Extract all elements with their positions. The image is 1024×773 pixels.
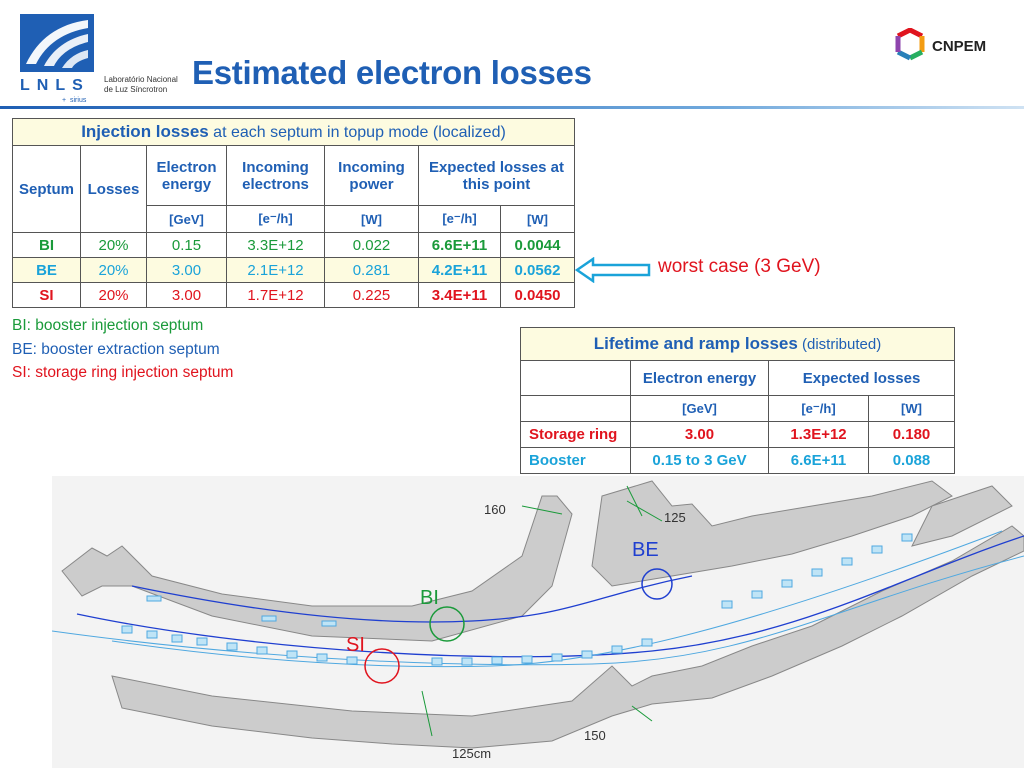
cell-energy: 3.00 <box>146 257 227 283</box>
table-row-be: BE 20% 3.00 2.1E+12 0.281 4.2E+11 0.0562 <box>12 257 575 283</box>
septum-legend: BI: booster injection septum BE: booster… <box>12 314 233 385</box>
cell-incoming-electrons: 1.7E+12 <box>226 282 325 308</box>
lifetime-losses-table: Lifetime and ramp losses (distributed) E… <box>520 327 955 474</box>
cell-energy: 0.15 <box>146 232 227 258</box>
lifetime-table-title: Lifetime and ramp losses (distributed) <box>520 327 955 361</box>
injection-table-title: Injection losses at each septum in topup… <box>12 118 575 146</box>
lifetime-title-rest: (distributed) <box>797 336 882 353</box>
cnpem-hexagon-icon <box>895 27 925 61</box>
note-bi: BI: booster injection septum <box>12 317 204 334</box>
cell-septum: BE <box>12 257 81 283</box>
si-septum-marker <box>364 648 400 684</box>
cell-electrons: 1.3E+12 <box>768 421 869 448</box>
col-incoming-power: Incoming power <box>324 145 419 206</box>
col-expected-losses: Expected losses at this point <box>418 145 575 206</box>
col-expected-losses: Expected losses <box>768 360 955 396</box>
page-title: Estimated electron losses <box>192 54 592 91</box>
injection-losses-table: Injection losses at each septum in topup… <box>12 118 575 308</box>
label-si: SI <box>346 634 365 656</box>
cell-incoming-power: 0.225 <box>324 282 419 308</box>
note-si: SI: storage ring injection septum <box>12 364 234 381</box>
svg-text:sirius: sirius <box>70 97 87 104</box>
cell-septum: SI <box>12 282 81 308</box>
label-bi: BI <box>420 587 439 609</box>
unit-electrons: [e⁻/h] <box>768 395 869 422</box>
dim-150: 150 <box>584 728 606 743</box>
dim-125: 125 <box>664 510 686 525</box>
lifetime-empty-header <box>520 360 631 396</box>
col-losses: Losses <box>80 145 147 233</box>
cell-incoming-electrons: 3.3E+12 <box>226 232 325 258</box>
svg-text:+: + <box>62 97 66 104</box>
cell-expected-power: 0.0562 <box>500 257 575 283</box>
cell-expected-power: 0.0450 <box>500 282 575 308</box>
table-row-storage-ring: Storage ring 3.00 1.3E+12 0.180 <box>520 421 955 448</box>
unit-energy: [GeV] <box>630 395 769 422</box>
dim-125cm: 125cm <box>452 746 491 761</box>
injection-title-bold: Injection losses <box>81 122 209 141</box>
table-row-si: SI 20% 3.00 1.7E+12 0.225 3.4E+11 0.0450 <box>12 282 575 308</box>
unit-expected-electrons: [e⁻/h] <box>418 205 501 233</box>
cell-name: Storage ring <box>520 421 631 448</box>
cell-incoming-power: 0.022 <box>324 232 419 258</box>
col-septum: Septum <box>12 145 81 233</box>
cnpem-logo: CNPEM <box>894 27 1012 64</box>
accelerator-layout-drawing: BI BE SI 160 125 150 125cm <box>51 476 1024 768</box>
cell-expected-power: 0.0044 <box>500 232 575 258</box>
bi-septum-marker <box>429 606 465 642</box>
svg-text:LNLS: LNLS <box>20 77 90 94</box>
cell-losses: 20% <box>80 257 147 283</box>
dim-160: 160 <box>484 502 506 517</box>
be-septum-marker <box>641 568 673 600</box>
svg-text:CNPEM: CNPEM <box>932 38 986 55</box>
cell-losses: 20% <box>80 282 147 308</box>
unit-power: [W] <box>324 205 419 233</box>
cell-name: Booster <box>520 447 631 474</box>
col-electron-energy: Electron energy <box>630 360 769 396</box>
injection-title-rest: at each septum in topup mode (localized) <box>208 124 506 141</box>
cell-expected-electrons: 6.6E+11 <box>418 232 501 258</box>
col-electron-energy: Electron energy <box>146 145 227 206</box>
cell-expected-electrons: 4.2E+11 <box>418 257 501 283</box>
table-row-booster: Booster 0.15 to 3 GeV 6.6E+11 0.088 <box>520 447 955 474</box>
unit-electrons: [e⁻/h] <box>226 205 325 233</box>
lnls-logo: LNLS Laboratório Nacional de Luz Síncrot… <box>18 14 178 104</box>
cell-septum: BI <box>12 232 81 258</box>
cell-power: 0.088 <box>868 447 955 474</box>
worst-case-annotation: worst case (3 GeV) <box>658 256 821 277</box>
unit-power: [W] <box>868 395 955 422</box>
cell-energy: 3.00 <box>630 421 769 448</box>
header-divider <box>0 106 1024 109</box>
left-arrow-icon <box>574 256 651 284</box>
svg-text:Laboratório Nacional: Laboratório Nacional <box>104 75 178 84</box>
cell-incoming-electrons: 2.1E+12 <box>226 257 325 283</box>
unit-energy: [GeV] <box>146 205 227 233</box>
lifetime-title-bold: Lifetime and ramp losses <box>593 334 798 353</box>
cell-losses: 20% <box>80 232 147 258</box>
note-be: BE: booster extraction septum <box>12 340 220 358</box>
cell-electrons: 6.6E+11 <box>768 447 869 474</box>
cell-incoming-power: 0.281 <box>324 257 419 283</box>
cell-power: 0.180 <box>868 421 955 448</box>
table-row-bi: BI 20% 0.15 3.3E+12 0.022 6.6E+11 0.0044 <box>12 232 575 258</box>
lifetime-empty-unit <box>520 395 631 422</box>
label-be: BE <box>632 539 659 561</box>
cell-energy: 3.00 <box>146 282 227 308</box>
unit-expected-power: [W] <box>500 205 575 233</box>
cell-energy: 0.15 to 3 GeV <box>630 447 769 474</box>
svg-text:de Luz Síncrotron: de Luz Síncrotron <box>104 85 167 94</box>
col-incoming-electrons: Incoming electrons <box>226 145 325 206</box>
cell-expected-electrons: 3.4E+11 <box>418 282 501 308</box>
